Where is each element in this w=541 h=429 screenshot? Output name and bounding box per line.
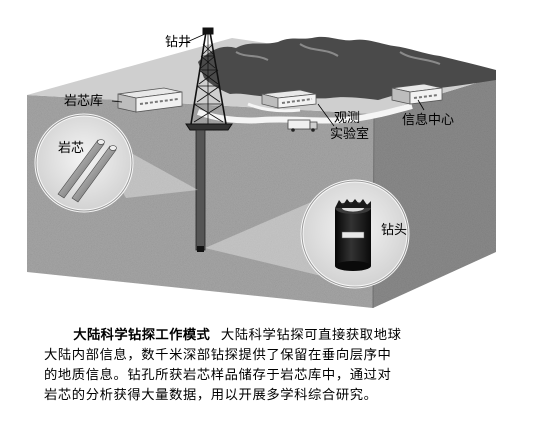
core-storage-label: 岩芯库 xyxy=(64,93,103,109)
caption-line-1: 大陆科学钻探工作模式大陆科学钻探可直接获取地球 xyxy=(44,326,504,346)
caption-title: 大陆科学钻探工作模式 xyxy=(73,328,211,343)
drilling-diagram: 钻井 岩芯库 岩芯 观测 实验室 信息中心 钻头 xyxy=(27,27,496,309)
truck xyxy=(287,119,318,132)
core-detail-circle xyxy=(34,113,134,213)
drill-well-label: 钻井 xyxy=(165,35,191,50)
rock-core-icon xyxy=(57,139,117,203)
drill-bit-detail-circle xyxy=(300,179,410,289)
core-storage-building xyxy=(117,87,183,113)
lab-leader xyxy=(317,103,335,127)
lab-label-line1: 观测 xyxy=(334,111,360,126)
core-label: 岩芯 xyxy=(58,141,84,156)
caption-line-1-text: 大陆科学钻探可直接获取地球 xyxy=(220,328,402,343)
caption-line-4: 岩芯的分析获得大量数据，用以开展多学科综合研究。 xyxy=(44,388,378,403)
info-center-building xyxy=(391,83,443,105)
info-center-leader xyxy=(417,99,425,111)
info-center-label: 信息中心 xyxy=(402,112,454,128)
drill-tower xyxy=(185,27,233,131)
caption-line-3: 的地质信息。钻孔所获岩芯样品储存于岩芯库中，通过对 xyxy=(44,368,392,383)
figure-caption: 大陆科学钻探工作模式大陆科学钻探可直接获取地球 大陆内部信息，数千米深部钻探提供… xyxy=(44,326,504,406)
caption-line-2: 大陆内部信息，数千米深部钻探提供了保留在垂向层序中 xyxy=(44,348,392,363)
bit-lens-cone xyxy=(205,200,330,278)
borehole xyxy=(195,129,206,252)
drill-well-leader xyxy=(186,33,206,43)
core-storage-leader xyxy=(111,100,123,103)
observation-lab-building xyxy=(261,89,317,109)
lab-label-line2: 实验室 xyxy=(330,126,369,142)
drill-bit-icon xyxy=(335,199,371,271)
drill-bit-label: 钻头 xyxy=(381,223,407,238)
